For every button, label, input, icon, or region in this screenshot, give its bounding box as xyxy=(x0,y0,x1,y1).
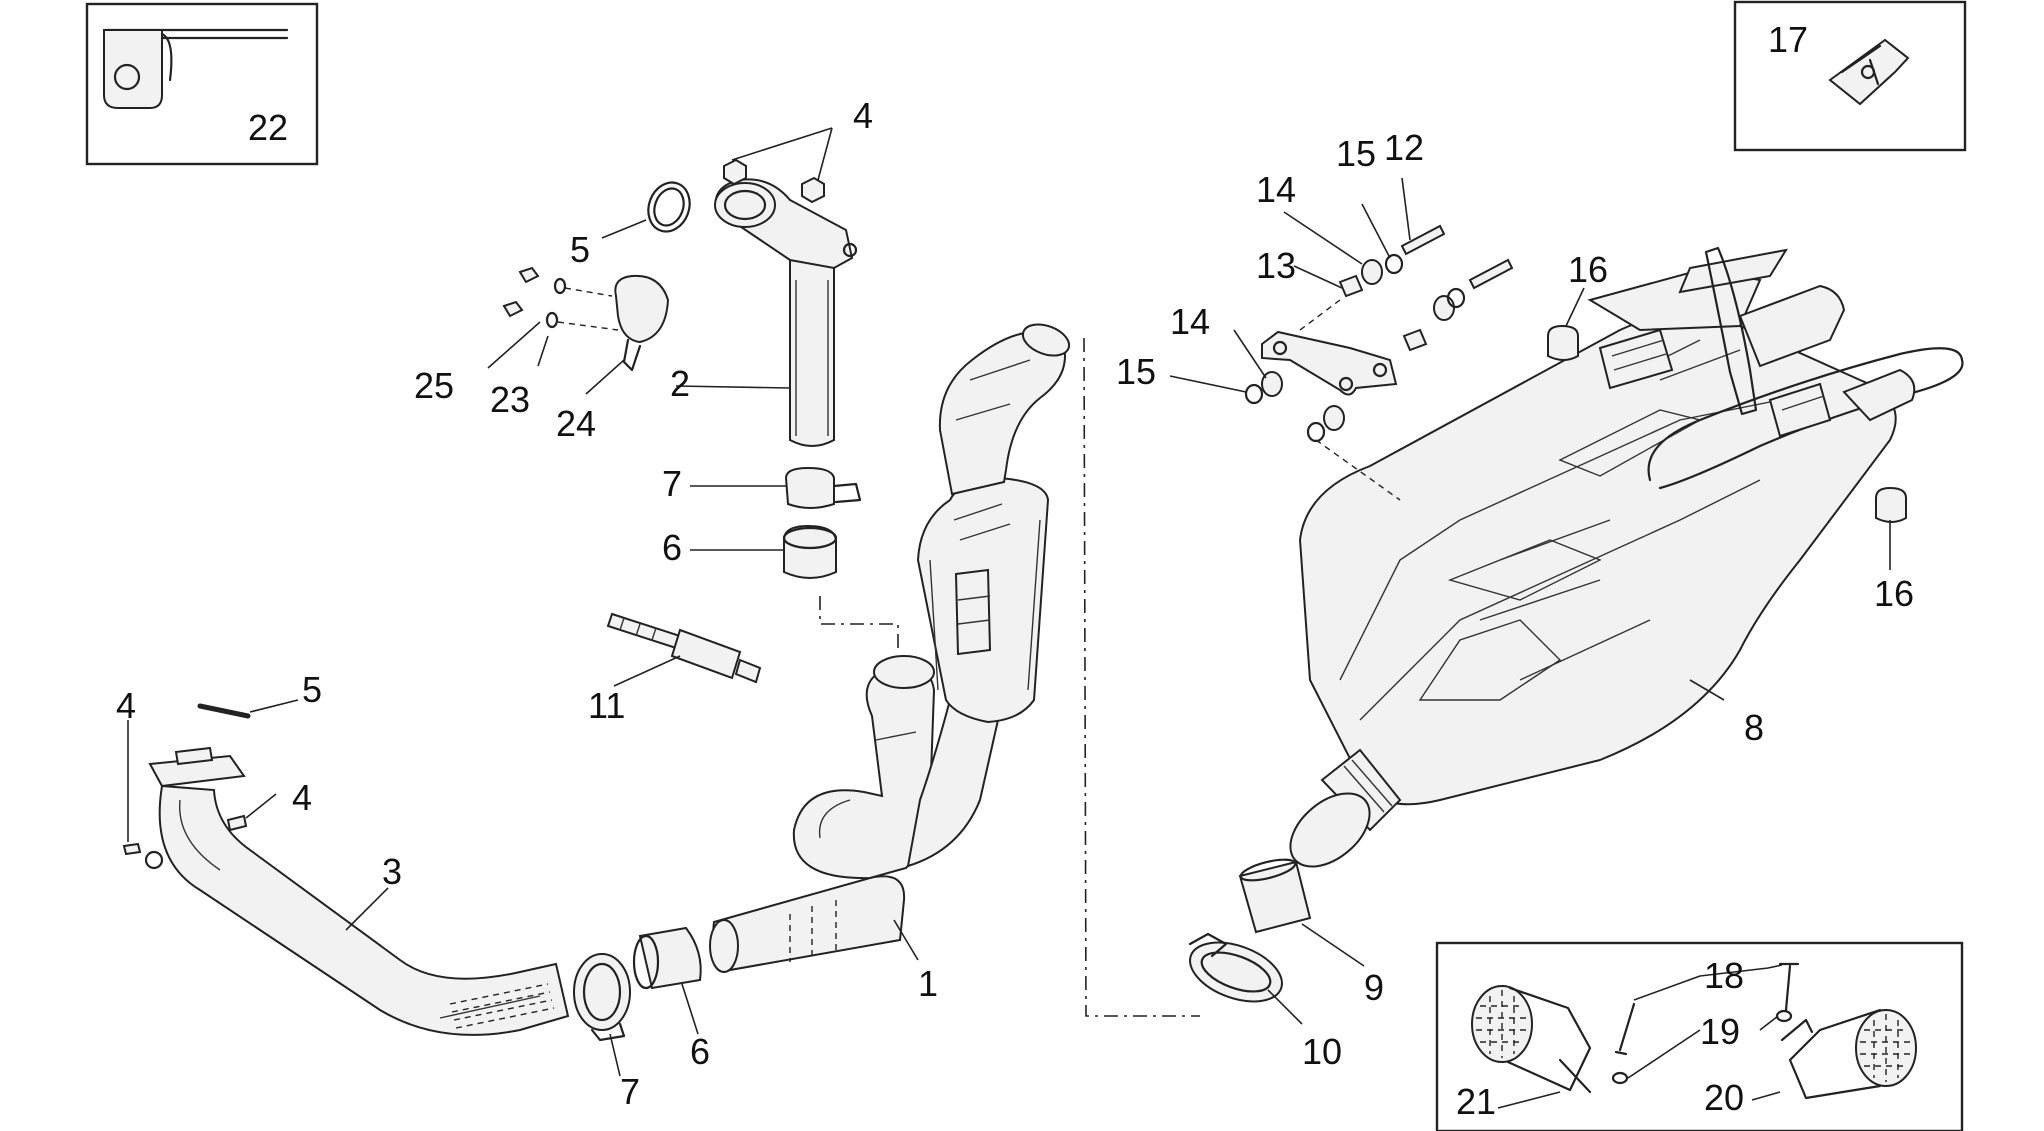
callout-24: 24 xyxy=(556,403,596,444)
spacer-13-b xyxy=(1402,328,1428,352)
sleeve-6-upper xyxy=(782,524,838,579)
washer-15-b xyxy=(1446,287,1466,309)
stud-4-right xyxy=(226,814,248,832)
washer-15-a xyxy=(1384,253,1404,275)
inset-box-parts-18-21: 18 19 20 21 xyxy=(1435,941,1964,1131)
bushing-16-right xyxy=(1875,486,1907,523)
callout-8: 8 xyxy=(1744,707,1764,748)
end-cap-21 xyxy=(1471,985,1592,1094)
callout-5-top: 5 xyxy=(570,229,590,270)
spacer-13-a xyxy=(1338,274,1364,298)
screw-25-a xyxy=(518,266,540,284)
callout-14-top: 14 xyxy=(1256,169,1296,210)
callout-17: 17 xyxy=(1768,19,1808,60)
callout-22: 22 xyxy=(248,107,288,148)
screw-18-left xyxy=(1614,1002,1636,1056)
collector-pipe-1 xyxy=(709,323,1071,973)
callout-11: 11 xyxy=(588,685,625,726)
callout-15-top: 15 xyxy=(1336,133,1376,174)
callout-10: 10 xyxy=(1302,1031,1342,1072)
callout-4-left: 4 xyxy=(116,685,136,726)
callout-2: 2 xyxy=(670,363,690,404)
grommet-14-c xyxy=(1261,371,1283,397)
washer-23-a xyxy=(553,277,567,295)
callout-6-upper: 6 xyxy=(662,527,682,568)
grommet-14-a xyxy=(1361,259,1383,285)
gasket-5-top xyxy=(647,181,691,233)
screw-18-right xyxy=(1778,962,1800,1012)
callout-23: 23 xyxy=(490,379,530,420)
callout-4-top: 4 xyxy=(853,95,873,136)
callout-6-lower: 6 xyxy=(690,1031,710,1072)
muffler-8 xyxy=(1289,246,1964,868)
header-pipe-2 xyxy=(714,178,858,447)
bolt-12-a xyxy=(1400,224,1446,256)
clamp-10 xyxy=(1188,932,1283,1003)
callout-1: 1 xyxy=(918,963,938,1004)
callout-18: 18 xyxy=(1704,955,1744,996)
grommet-14-b xyxy=(1433,295,1455,321)
oxygen-sensor-11 xyxy=(606,612,762,684)
screw-25-b xyxy=(502,300,524,318)
spring-5-lower xyxy=(197,703,251,719)
callout-20: 20 xyxy=(1704,1077,1744,1118)
sleeve-6-lower xyxy=(632,926,702,990)
grommet-14-d xyxy=(1323,405,1345,431)
callout-12: 12 xyxy=(1384,127,1424,168)
callout-3: 3 xyxy=(382,851,402,892)
leader-lines xyxy=(127,127,1891,1077)
end-cap-20 xyxy=(1780,1008,1917,1100)
washer-15-d xyxy=(1306,421,1326,443)
washer-15-c xyxy=(1244,383,1264,405)
callout-19: 19 xyxy=(1700,1011,1740,1052)
washer-23-b xyxy=(545,311,559,329)
callout-5-lower: 5 xyxy=(302,669,322,710)
front-header-pipe-3 xyxy=(144,746,570,1036)
callout-25: 25 xyxy=(414,365,454,406)
clamp-7-lower xyxy=(573,953,631,1042)
bolt-12-b xyxy=(1468,258,1514,290)
clamp-7-upper xyxy=(784,466,862,509)
callout-14-left: 14 xyxy=(1170,301,1210,342)
washer-19-left xyxy=(1611,1071,1629,1085)
callout-15-left: 15 xyxy=(1116,351,1156,392)
callout-4-right: 4 xyxy=(292,777,312,818)
sleeve-9 xyxy=(1238,858,1312,934)
callout-21: 21 xyxy=(1456,1081,1496,1122)
callout-16-top: 16 xyxy=(1568,249,1608,290)
callout-7-upper: 7 xyxy=(662,463,682,504)
bushing-16-top xyxy=(1547,324,1579,361)
callout-16-right: 16 xyxy=(1874,573,1914,614)
inset-box-part-17: 17 xyxy=(1733,0,1967,152)
stud-4-left xyxy=(122,842,142,856)
callout-9: 9 xyxy=(1364,967,1384,1008)
callout-13: 13 xyxy=(1256,245,1296,286)
nuts-4-top xyxy=(723,158,825,204)
bracket-assembly xyxy=(1261,330,1398,396)
inset-box-part-22: 22 xyxy=(85,2,319,166)
callout-7-lower: 7 xyxy=(620,1071,640,1112)
heat-shield-24 xyxy=(614,274,670,372)
